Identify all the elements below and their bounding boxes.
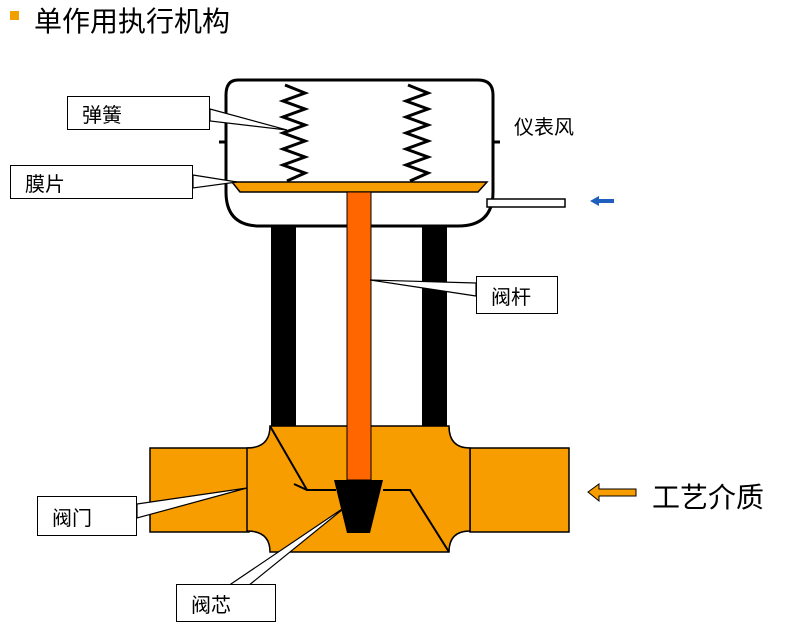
blue-arrow-head: [590, 196, 599, 206]
yoke-post-left: [271, 226, 296, 426]
bullet-icon: [10, 11, 19, 20]
label-process-medium: 工艺介质: [652, 481, 765, 514]
callout-valve: 阀门: [37, 496, 137, 536]
flow-line-right: [383, 489, 450, 553]
leader-valve: [136, 487, 248, 519]
leader-spring: [209, 108, 288, 131]
yoke-post-right: [422, 226, 447, 426]
pipe-right: [469, 447, 570, 533]
diaphragm: [230, 181, 489, 193]
spring-left: [278, 83, 310, 183]
valve-stem: [346, 191, 372, 481]
orange-arrow: [587, 483, 637, 503]
leader-diaphragm: [192, 174, 238, 189]
label-instrument-air: 仪表风: [514, 115, 574, 139]
callout-stem: 阀杆: [476, 276, 558, 314]
callout-diaphragm: 膜片: [10, 165, 193, 199]
callout-spring: 弹簧: [67, 96, 210, 130]
flow-line-lower: [293, 483, 308, 491]
page-title: 单作用执行机构: [34, 5, 231, 38]
air-inlet-pipe: [486, 198, 566, 208]
valve-plug: [334, 480, 383, 533]
callout-plug: 阀芯: [176, 584, 276, 622]
spring-right: [401, 83, 433, 183]
